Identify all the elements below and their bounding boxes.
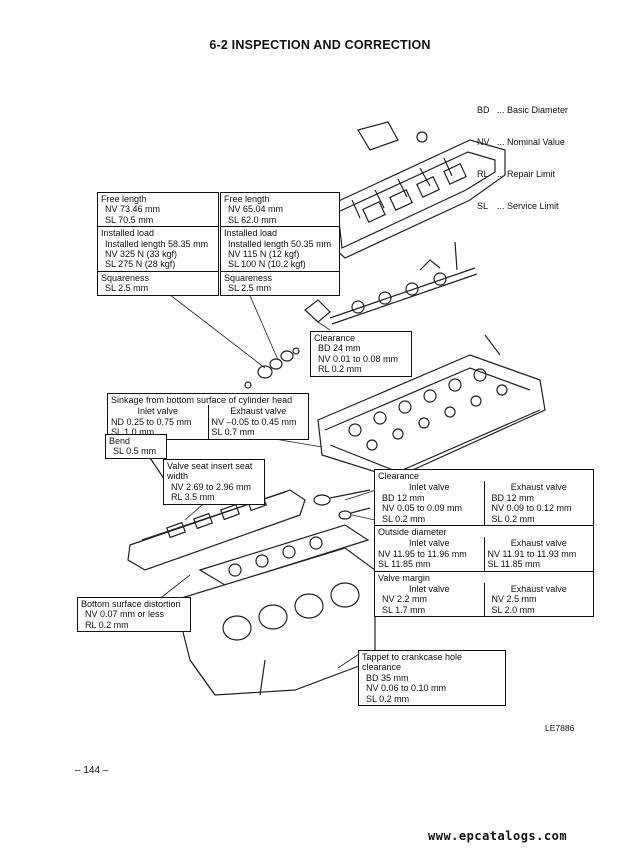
installed-load-nv: NV 115 N (12 kgf) <box>228 249 300 260</box>
exhaust-valve-label: Exhaust valve <box>230 406 287 417</box>
legend-text: ... Repair Limit <box>497 168 556 179</box>
margin-inlet-sl: SL 1.7 mm <box>382 604 426 615</box>
installed-load-sl: SL 275 N (28 kgf) <box>105 259 176 270</box>
clearance-bd: BD 24 mm <box>318 343 361 354</box>
cylinder-block-drawing <box>174 547 376 696</box>
legend-text: ... Service Limit <box>497 200 559 211</box>
abbreviation-legend: BD ... Basic Diameter NV ... Nominal Value… <box>477 84 568 222</box>
page-number: – 144 – <box>75 765 109 776</box>
footer-url[interactable]: www.epcatalogs.com <box>428 829 568 843</box>
rocker-shaft-drawing <box>304 241 478 325</box>
valve-margin-label: Valve margin <box>378 572 430 583</box>
squareness-label: Squareness <box>224 272 273 283</box>
clearance-rl: RL 0.2 mm <box>318 364 362 375</box>
exhaust-spring-spec-box: Free length NV 65.04 mm SL 62.0 mm Insta… <box>220 192 340 296</box>
free-length-sl: SL 62.0 mm <box>228 214 277 225</box>
margin-inlet-nv: NV 2.2 mm <box>382 594 428 605</box>
valve-spring-drawing <box>244 347 300 389</box>
exhaust-valve-label: Exhaust valve <box>510 538 567 549</box>
tappet-clearance-box: Tappet to crankcase hole clearance BD 35… <box>358 650 506 707</box>
margin-exhaust-sl: SL 2.0 mm <box>491 604 535 615</box>
seat-insert-heading: Valve seat insert seat width <box>167 461 253 482</box>
free-length-nv: NV 73.46 mm <box>105 204 161 215</box>
inlet-valve-label: Inlet valve <box>408 538 450 549</box>
legend-text: ... Basic Diameter <box>497 105 569 116</box>
free-length-label: Free length <box>224 194 270 204</box>
margin-exhaust-nv: NV 2.5 mm <box>491 594 537 605</box>
inlet-valve-label: Inlet valve <box>408 482 450 493</box>
legend-abbr: BD <box>477 105 490 116</box>
valve-guide-spec-box: Clearance Inlet valve BD 12 mm NV 0.05 t… <box>374 469 594 618</box>
clearance-inlet-sl: SL 0.2 mm <box>382 513 426 524</box>
clearance-exhaust-sl: SL 0.2 mm <box>491 513 535 524</box>
od-exhaust-sl: SL 11.85 mm <box>487 559 541 570</box>
outside-diameter-label: Outside diameter <box>378 527 447 538</box>
od-exhaust-nv: NV 11.91 to 11.93 mm <box>487 548 577 559</box>
clearance-inlet-nv: NV 0.05 to 0.09 mm <box>382 503 463 514</box>
clearance-nv: NV 0.01 to 0.08 mm <box>318 353 399 364</box>
distortion-nv: NV 0.07 mm or less <box>85 609 165 620</box>
clearance-inlet-bd: BD 12 mm <box>382 492 425 503</box>
legend-abbr: RL <box>477 168 489 179</box>
squareness-label: Squareness <box>101 272 150 283</box>
free-length-sl: SL 70.5 mm <box>105 214 154 225</box>
clearance-exhaust-bd: BD 12 mm <box>491 492 535 503</box>
page-title: 6-2 INSPECTION AND CORRECTION <box>209 38 431 52</box>
figure-code: LE7886 <box>545 723 575 733</box>
exhaust-valve-label: Exhaust valve <box>510 584 567 595</box>
inlet-spring-spec-box: Free length NV 73.46 mm SL 70.5 mm Insta… <box>97 192 219 296</box>
bend-sl: SL 0.5 mm <box>113 446 157 457</box>
clearance-label: Clearance <box>378 471 420 481</box>
distortion-rl: RL 0.2 mm <box>85 619 129 630</box>
inlet-valve-label: Inlet valve <box>137 406 179 417</box>
tappet-sl: SL 0.2 mm <box>366 693 410 704</box>
od-inlet-sl: SL 11.85 mm <box>378 559 431 570</box>
squareness-sl: SL 2.5 mm <box>105 283 149 294</box>
exhaust-valve-label: Exhaust valve <box>510 482 567 493</box>
clearance-exhaust-nv: NV 0.09 to 0.12 mm <box>491 503 572 514</box>
legend-text: ... Nominal Value <box>497 136 565 147</box>
legend-abbr: SL <box>477 200 489 211</box>
tappet-bd: BD 35 mm <box>366 672 409 683</box>
squareness-sl: SL 2.5 mm <box>228 283 272 294</box>
bottom-distortion-box: Bottom surface distortion NV 0.07 mm or … <box>77 597 191 633</box>
installed-length: Installed length 50.35 mm <box>228 238 332 249</box>
installed-load-nv: NV 325 N (33 kgf) <box>105 249 178 260</box>
installed-length: Installed length 58.35 mm <box>105 238 209 249</box>
bend-label: Bend <box>109 436 131 446</box>
sinkage-inlet-nd: ND 0.25 to 0.75 mm <box>111 416 192 427</box>
od-inlet-nv: NV 11.95 to 11.96 mm <box>378 548 467 559</box>
cylinder-head-drawing <box>317 334 546 479</box>
valve-sinkage-box: Sinkage from bottom surface of cylinder … <box>107 393 309 440</box>
sinkage-inlet-sl: SL 1.0 mm <box>111 427 155 438</box>
seat-insert-rl: RL 3.5 mm <box>171 492 215 503</box>
sinkage-exhaust-sl: SL 0.7 mm <box>211 427 255 438</box>
tappet-nv: NV 0.06 to 0.10 mm <box>366 683 447 694</box>
seat-insert-nv: NV 2.69 to 2.96 mm <box>171 481 252 492</box>
sinkage-exhaust-nv: NV –0.05 to 0.45 mm <box>211 416 297 427</box>
rocker-clearance-box: Clearance BD 24 mm NV 0.01 to 0.08 mm RL… <box>310 331 412 377</box>
distortion-heading: Bottom surface distortion <box>81 599 181 609</box>
tappet-heading: Tappet to crankcase hole clearance <box>362 652 463 673</box>
rocker-cover-drawing <box>324 121 506 259</box>
valve-drawing <box>313 489 371 520</box>
free-length-label: Free length <box>101 194 147 204</box>
inlet-valve-label: Inlet valve <box>408 584 450 595</box>
installed-load-label: Installed load <box>224 228 278 239</box>
legend-abbr: NV <box>477 136 490 147</box>
clearance-label: Clearance <box>314 333 356 343</box>
push-rod-bend-box: Bend SL 0.5 mm <box>105 434 167 459</box>
free-length-nv: NV 65.04 mm <box>228 204 284 215</box>
installed-load-label: Installed load <box>101 228 155 239</box>
sinkage-heading: Sinkage from bottom surface of cylinder … <box>111 395 293 405</box>
seat-insert-width-box: Valve seat insert seat width NV 2.69 to … <box>163 459 265 505</box>
installed-load-sl: SL 100 N (10.2 kgf) <box>228 259 306 270</box>
